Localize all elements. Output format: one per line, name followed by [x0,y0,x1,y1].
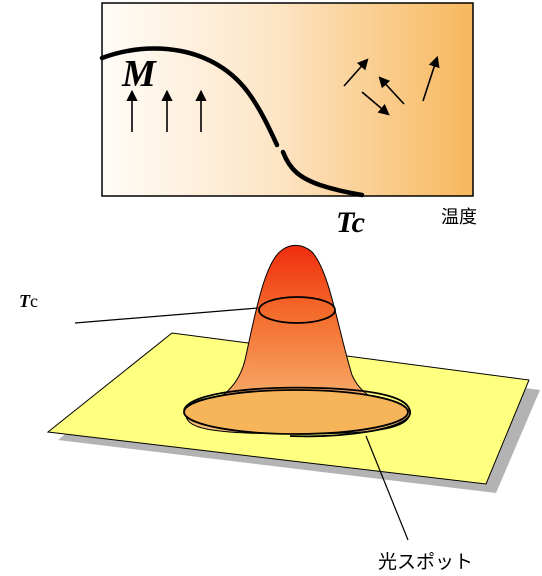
curie-temperature-label: Tc [336,206,365,239]
curie-temperature-contour [258,296,336,324]
magnetization-panel: M Tc 温度 [99,2,477,239]
random-spin-arrow [422,55,440,102]
magnetization-label: M [121,53,157,95]
panel-frame [101,2,474,197]
magnetization-curve [99,46,280,148]
light-spot-leader-line [365,435,409,541]
tc-leader-line [74,307,259,324]
random-spin-arrow [343,58,369,87]
magnetization-curve-tail [280,149,365,198]
light-spot-heating-panel: Tc 光スポット [19,244,540,573]
random-spin-arrow [378,76,405,105]
light-spot-label: 光スポット [378,551,473,573]
temperature-axis-label: 温度 [441,207,477,228]
tc-label: Tc [19,291,38,311]
random-spin-arrow [361,91,390,116]
light-spot-ellipse [183,389,409,435]
light-spot-rim [183,386,411,438]
